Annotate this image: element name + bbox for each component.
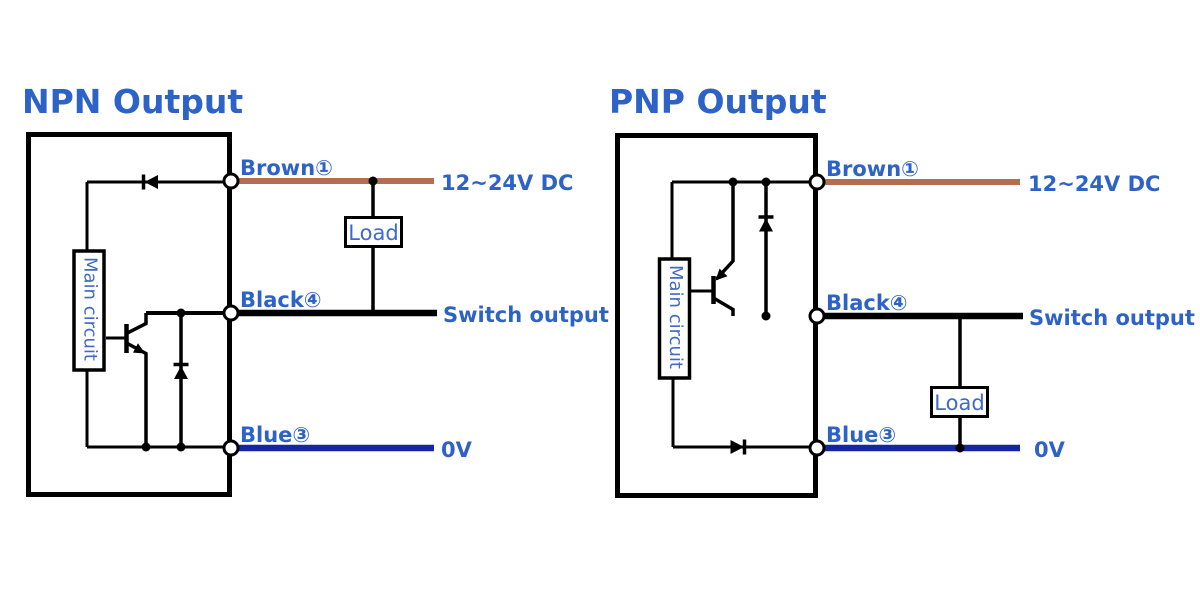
pnp-supply-label: 12~24V DC bbox=[1028, 172, 1160, 196]
npn-ground-label: 0V bbox=[441, 438, 473, 462]
pnp-main-circuit-box bbox=[657, 257, 692, 380]
npn-diagram: NPN Output Main circuit bbox=[22, 82, 609, 497]
pnp-blue-wire-label: Blue③ bbox=[826, 423, 896, 447]
junction-dot bbox=[955, 443, 965, 453]
pnp-brown-terminal bbox=[808, 173, 826, 191]
npn-title: NPN Output bbox=[22, 82, 243, 121]
pnp-upper-diode-triangle bbox=[759, 218, 773, 232]
pnp-emitter-arrow-icon bbox=[715, 268, 728, 281]
npn-top-diode-triangle bbox=[144, 175, 158, 189]
pnp-bottom-diode-icon bbox=[730, 439, 747, 455]
npn-blue-wire-label: Blue③ bbox=[240, 423, 310, 447]
pnp-blue-terminal bbox=[808, 439, 826, 457]
pnp-load-box bbox=[930, 386, 989, 418]
junction-dot bbox=[176, 442, 186, 452]
junction-dot bbox=[728, 177, 738, 187]
npn-blue-terminal bbox=[222, 439, 240, 457]
junction-dot bbox=[368, 176, 378, 186]
pnp-output-label: Switch output bbox=[1029, 306, 1195, 330]
pnp-title: PNP Output bbox=[609, 82, 827, 121]
pnp-load-label: Load bbox=[934, 391, 984, 415]
pnp-terminals bbox=[808, 173, 826, 457]
pnp-transistor bbox=[711, 268, 728, 304]
pnp-main-circuit-label: Main circuit bbox=[665, 265, 686, 369]
junction-dot bbox=[761, 177, 771, 187]
pnp-internal-wires bbox=[670, 180, 810, 449]
npn-black-wire-label: Black④ bbox=[240, 288, 322, 312]
pnp-transistor-wires bbox=[712, 182, 768, 316]
npn-emitter-arrow-icon bbox=[133, 343, 145, 354]
npn-main-circuit-label: Main circuit bbox=[80, 257, 101, 361]
junction-dot bbox=[141, 442, 151, 452]
npn-main-circuit-box bbox=[72, 249, 106, 372]
npn-transistor-wires bbox=[125, 313, 183, 447]
pnp-diagram: PNP Output Main circuit bbox=[609, 82, 1195, 498]
npn-brown-wire-label: Brown① bbox=[240, 156, 333, 180]
pnp-device-box bbox=[615, 133, 818, 498]
junction-dot bbox=[761, 311, 771, 321]
npn-terminals bbox=[222, 172, 240, 457]
npn-protection-diode-icon bbox=[173, 362, 189, 379]
npn-junction-dots bbox=[141, 308, 186, 452]
npn-load-box bbox=[344, 216, 403, 248]
npn-output-label: Switch output bbox=[443, 303, 609, 327]
npn-top-diode-icon bbox=[141, 174, 158, 190]
pnp-brown-wire-label: Brown① bbox=[826, 157, 919, 181]
pnp-bottom-diode-triangle bbox=[730, 440, 744, 454]
npn-supply-label: 12~24V DC bbox=[441, 171, 573, 195]
pnp-upper-diode-icon bbox=[758, 215, 774, 232]
npn-black-terminal bbox=[222, 304, 240, 322]
npn-transistor bbox=[124, 324, 145, 354]
npn-brown-terminal bbox=[222, 172, 240, 190]
pnp-ground-label: 0V bbox=[1034, 438, 1066, 462]
pnp-black-wire-label: Black④ bbox=[826, 291, 908, 315]
junction-dot bbox=[176, 308, 186, 318]
pnp-black-terminal bbox=[808, 307, 826, 325]
npn-load-label: Load bbox=[348, 221, 398, 245]
npn-diode-triangle bbox=[174, 366, 188, 379]
pnp-junction-dots bbox=[728, 177, 771, 321]
